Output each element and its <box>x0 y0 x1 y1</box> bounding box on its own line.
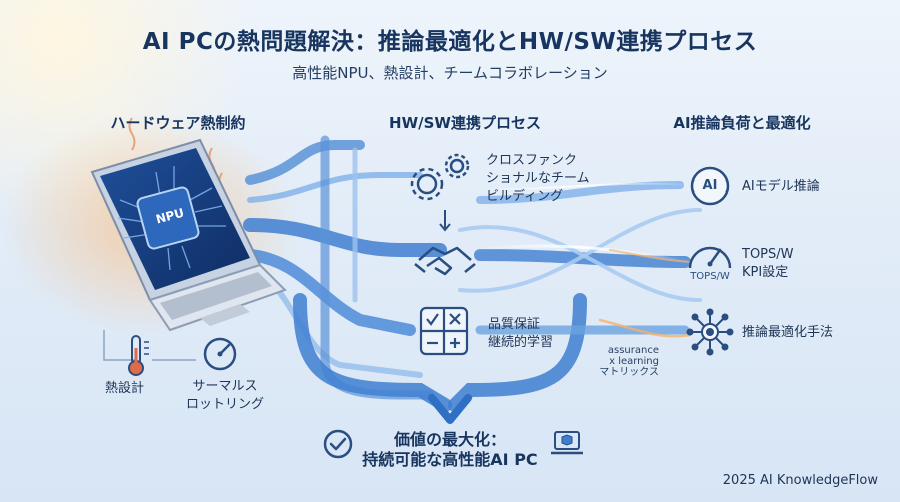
handshake-icon <box>414 246 476 276</box>
laptop-cube-icon <box>551 431 583 455</box>
hardware-icons <box>103 330 237 376</box>
tops-kpi-label: TOPS/W KPI設定 <box>742 247 794 280</box>
footer-credit: 2025 AI KnowledgeFlow <box>722 473 878 488</box>
gears-icon <box>410 153 470 201</box>
tops-gauge-icon <box>688 246 732 269</box>
thermal-design-label: 熱設計 <box>105 381 145 396</box>
ai-icon-text: AI <box>702 178 718 193</box>
page-title: AI PCの熱問題解決：推論最適化とHW/SW連携プロセス <box>142 29 758 55</box>
process-icons <box>410 153 476 356</box>
column-heading-inference: AI推論負荷と最適化 <box>673 114 811 132</box>
network-optimize-icon <box>686 308 734 356</box>
inference-icons <box>686 166 734 356</box>
quality-learning-label: 品質保証 継続的学習 <box>488 317 554 350</box>
connector-line <box>103 330 136 361</box>
inference-optimization-label: 推論最適化手法 <box>742 325 834 340</box>
gauge-icon-text: TOPS/W <box>690 271 730 282</box>
column-heading-hardware: ハードウェア熱制約 <box>110 114 246 132</box>
column-heading-process: HW/SW連携プロセス <box>389 114 541 132</box>
thermal-throttling-label: サーマルス ロットリング <box>185 379 264 412</box>
matrix-note: assurance x learning マトリックス <box>599 345 659 378</box>
qa-matrix-icon <box>419 306 469 356</box>
result-statement: 価値の最大化： 持続可能な高性能AI PC <box>362 430 538 469</box>
result-arrow <box>428 394 472 424</box>
gauge-icon <box>203 337 237 371</box>
data-streams <box>243 135 702 412</box>
thermometer-icon <box>128 335 149 376</box>
page-subtitle: 高性能NPU、熱設計、チームコラボレーション <box>292 64 608 82</box>
team-building-label: クロスファンク ショナルなチーム ビルディング <box>486 153 590 204</box>
laptop-illustration <box>90 138 287 332</box>
ai-model-inference-label: AIモデル推論 <box>742 179 820 194</box>
ai-brain-icon <box>690 166 730 206</box>
check-circle-icon <box>323 429 353 459</box>
